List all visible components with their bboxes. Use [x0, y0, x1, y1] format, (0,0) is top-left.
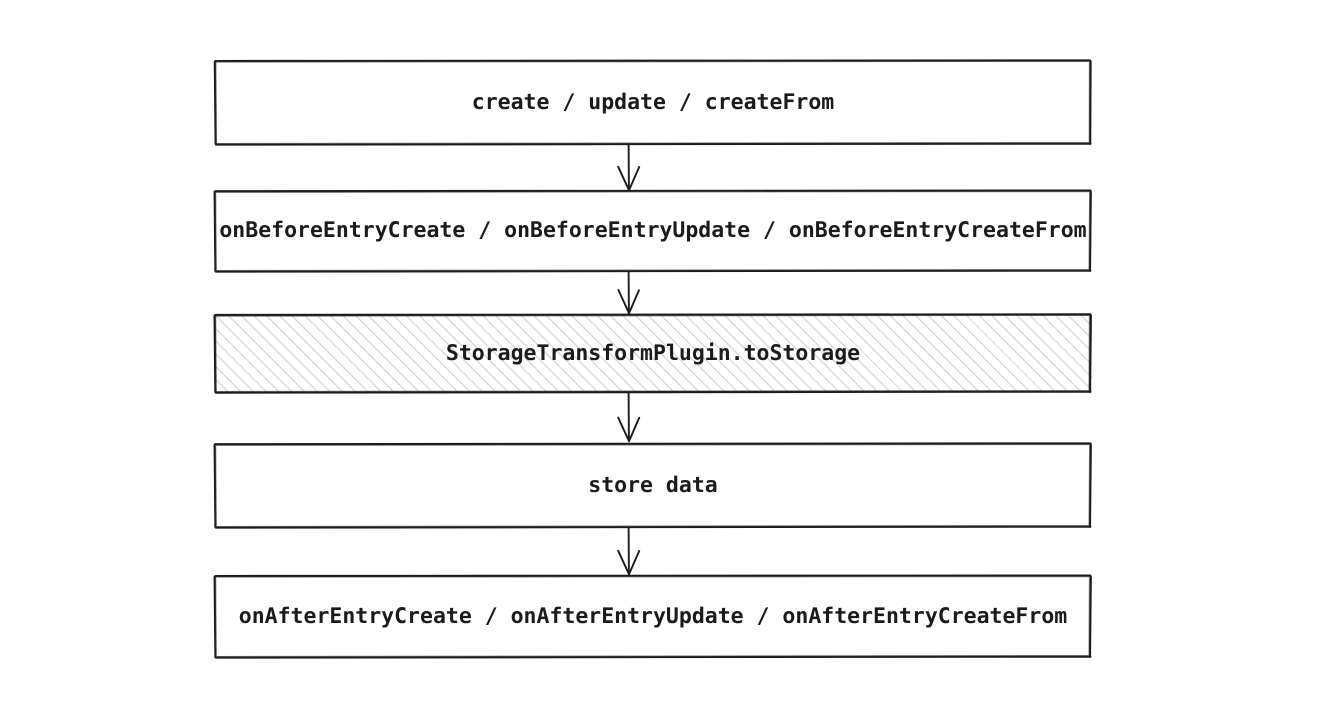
- flowchart-edge-4: [605, 527, 653, 576]
- node-label: StorageTransformPlugin.toStorage: [445, 340, 861, 366]
- flowchart-edge-2: [605, 271, 653, 315]
- node-label: onBeforeEntryCreate / onBeforeEntryUpdat…: [219, 218, 1087, 244]
- node-label: store data: [588, 472, 718, 498]
- node-hatch-fill: [214, 314, 1092, 393]
- flowchart-edge-1: [605, 143, 653, 192]
- flowchart-node-on-after-entry-hooks[interactable]: onAfterEntryCreate / onAfterEntryUpdate …: [213, 574, 1093, 659]
- flowchart-node-on-before-entry-hooks[interactable]: onBeforeEntryCreate / onBeforeEntryUpdat…: [213, 189, 1093, 273]
- node-border-shape: [213, 313, 1093, 394]
- node-label: onAfterEntryCreate / onAfterEntryUpdate …: [238, 603, 1068, 629]
- node-border-shape: [213, 189, 1093, 273]
- node-border-shape: [213, 442, 1093, 529]
- node-border-shape: [213, 59, 1093, 146]
- flowchart-node-create-update-createfrom[interactable]: create / update / createFrom: [213, 59, 1093, 146]
- node-border-shape: [213, 574, 1093, 659]
- flowchart-node-store-data[interactable]: store data: [213, 442, 1093, 529]
- node-label: create / update / createFrom: [471, 89, 835, 115]
- flowchart-edge-3: [605, 392, 653, 443]
- flowchart-node-storage-transform-plugin-tostorage[interactable]: StorageTransformPlugin.toStorage: [213, 313, 1093, 394]
